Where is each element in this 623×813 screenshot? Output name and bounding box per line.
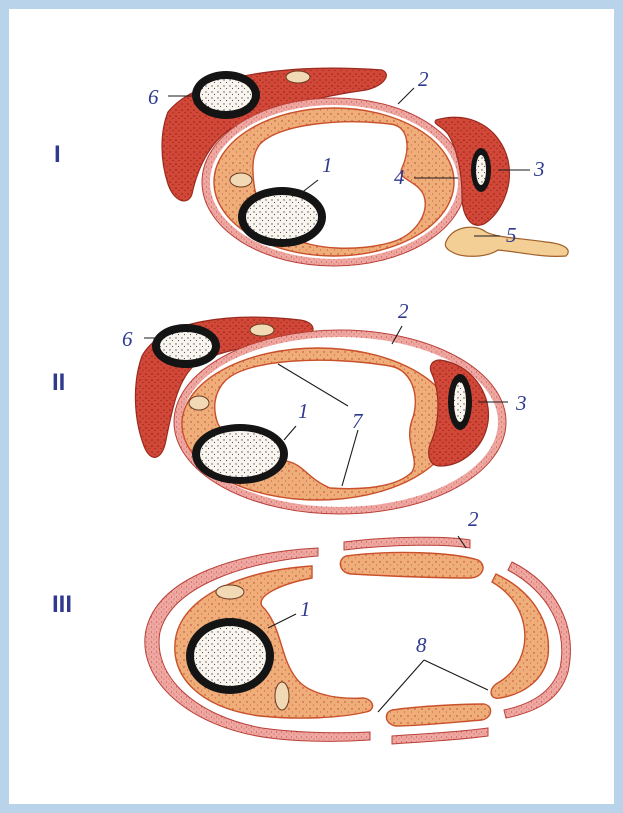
panel-2-fenestrated-capillary: II 6 2 1 3 7 (52, 299, 527, 514)
label-p1-5: 5 (506, 223, 517, 247)
mitochondrion-1 (230, 173, 252, 187)
label-p1-4: 4 (394, 165, 405, 189)
label-p2-6: 6 (122, 327, 133, 351)
panel-2-roman-label: II (52, 369, 65, 396)
endothelium-3-bottom (386, 704, 490, 726)
endothelium-3-top (340, 553, 483, 578)
label-p2-2: 2 (398, 299, 409, 323)
mitochondrion-2 (189, 396, 209, 410)
label-p1-3: 3 (533, 157, 545, 181)
mitochondrion-3b (275, 682, 289, 710)
pericyte-2-mitochondrion (250, 324, 274, 336)
label-p1-1: 1 (322, 153, 333, 177)
label-p2-3: 3 (515, 391, 527, 415)
label-p1-6: 6 (148, 85, 159, 109)
label-p1-2: 2 (418, 67, 429, 91)
panel-1-roman-label: I (54, 141, 61, 168)
panel-1-continuous-capillary: I 6 2 1 3 4 5 (54, 67, 568, 266)
label-p3-2: 2 (468, 507, 479, 531)
basement-membrane-3-bottom (392, 728, 488, 744)
label-p3-1: 1 (300, 597, 311, 621)
panel-3-sinusoidal-capillary: III 1 2 8 (52, 507, 570, 744)
label-p3-8: 8 (416, 633, 427, 657)
pericyte-1-mitochondrion (286, 71, 310, 83)
basement-membrane-3-top (344, 537, 470, 550)
mitochondrion-3a (216, 585, 244, 599)
label-p2-1: 1 (298, 399, 309, 423)
panel-3-roman-label: III (52, 591, 72, 618)
label-p2-7: 7 (352, 409, 364, 433)
